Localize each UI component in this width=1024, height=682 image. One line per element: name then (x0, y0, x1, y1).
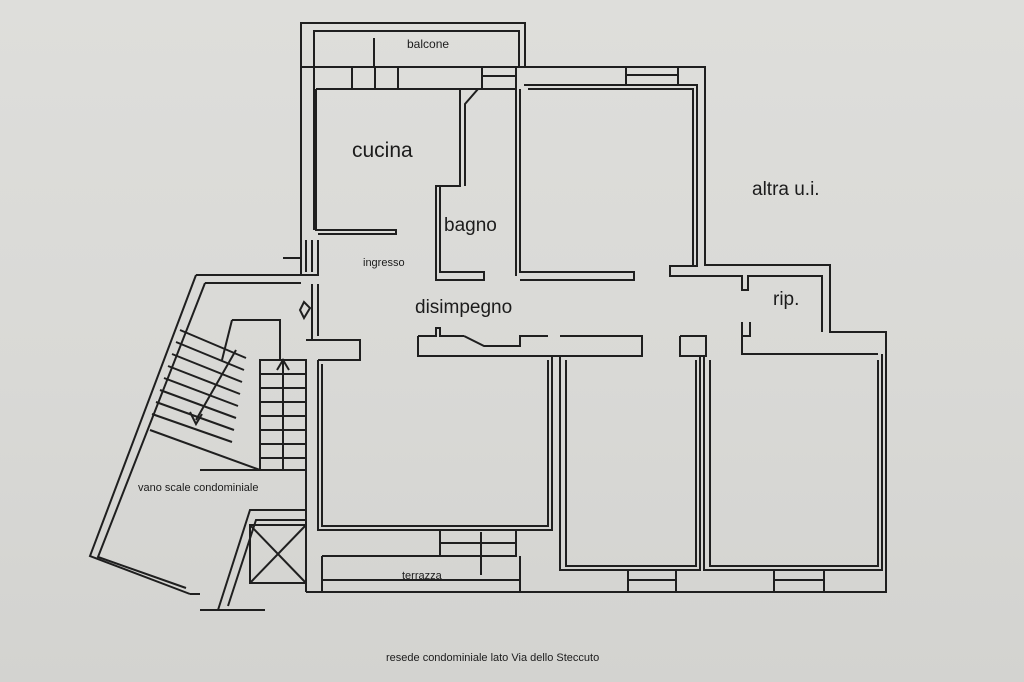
label-vano-scale: vano scale condominiale (138, 482, 259, 494)
label-cucina: cucina (352, 139, 413, 162)
room-bottom-middle (559, 356, 701, 593)
room-bagno (435, 88, 635, 281)
stairwell (88, 274, 322, 611)
room-bottom-right (703, 354, 883, 593)
label-bagno: bagno (444, 215, 497, 236)
corridor-walls (306, 327, 707, 361)
apartment-outer-walls (300, 66, 887, 593)
label-terrazza: terrazza (402, 570, 442, 582)
room-ripostiglio (741, 322, 878, 355)
label-disimpegno: disimpegno (415, 297, 513, 318)
room-bottom-left (317, 356, 553, 575)
room-top-right (524, 84, 823, 332)
label-altra-ui: altra u.i. (752, 179, 820, 200)
label-ripostiglio: rip. (773, 289, 800, 310)
room-cucina (315, 88, 481, 236)
label-balcone: balcone (407, 37, 450, 51)
entry-walls (283, 240, 319, 340)
label-resede: resede condominiale lato Via dello Stecc… (386, 652, 600, 664)
label-ingresso: ingresso (363, 257, 405, 269)
